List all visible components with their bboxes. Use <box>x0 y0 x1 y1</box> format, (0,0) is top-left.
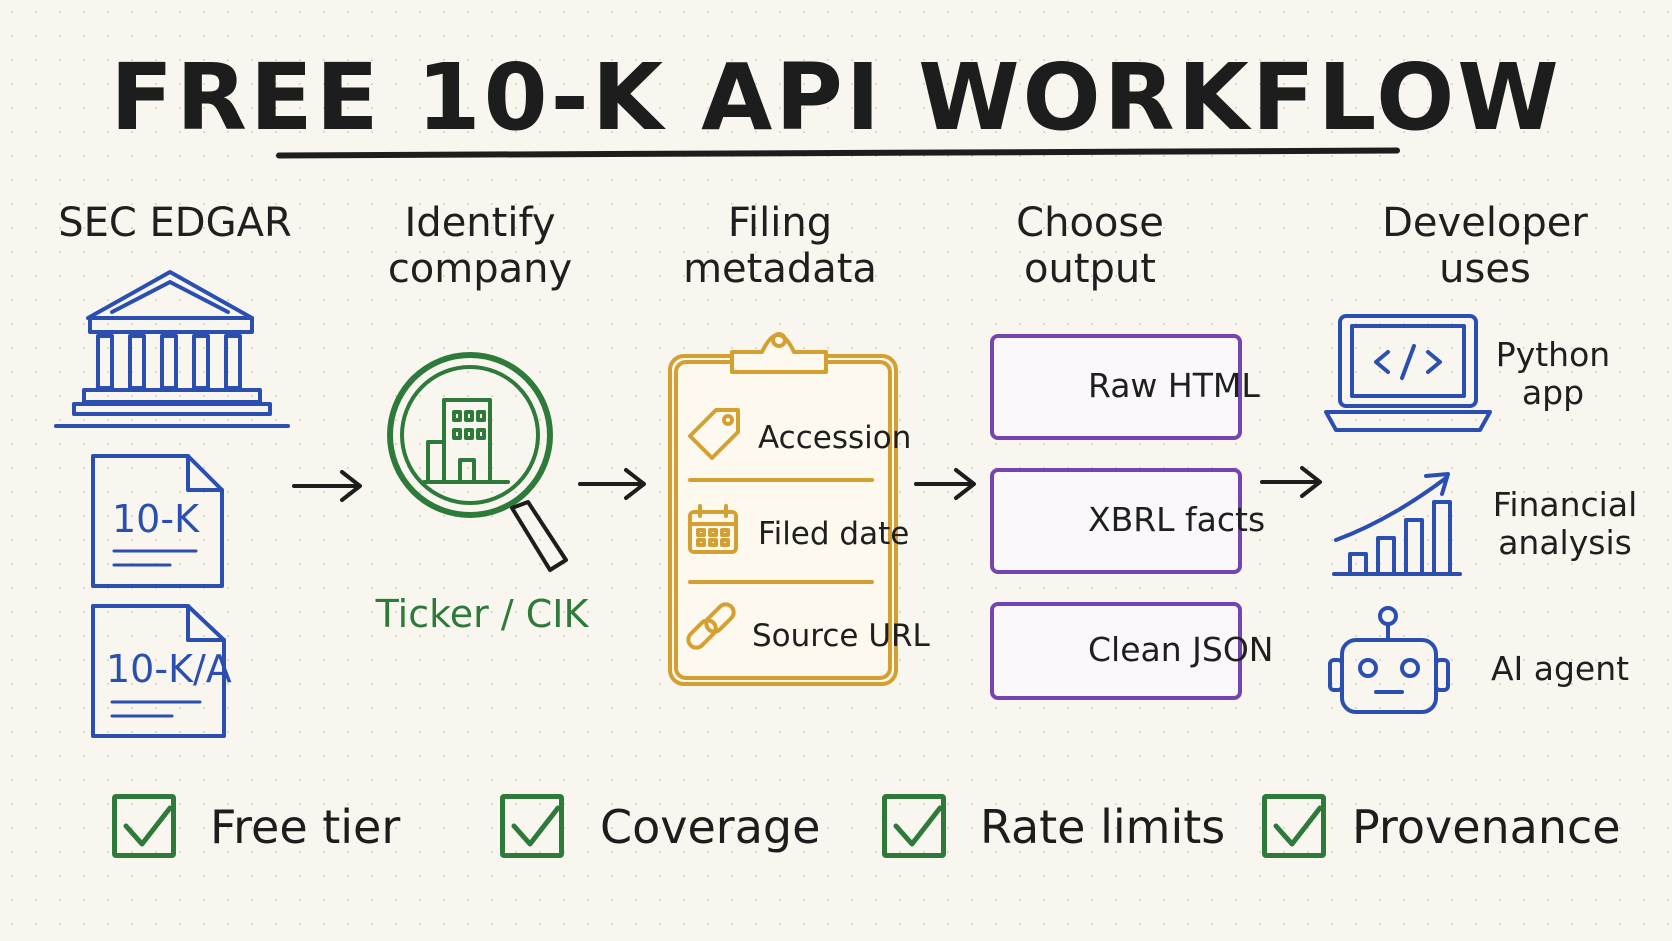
use-ai-agent: AI agent <box>1490 649 1630 688</box>
diagram-title: FREE 10-K API WORKFLOW <box>110 44 1562 151</box>
output-clean-json-label: Clean JSON <box>1088 630 1274 669</box>
arrow-3-icon <box>914 468 976 500</box>
checkbox-provenance <box>1262 794 1326 858</box>
metadata-source-url: Source URL <box>752 618 930 654</box>
calendar-icon <box>688 504 738 554</box>
header-developer-uses: Developer uses <box>1382 200 1588 292</box>
ticker-cik-caption: Ticker / CIK <box>375 592 589 636</box>
document-10k-icon: 10-K <box>91 454 224 588</box>
metadata-accession: Accession <box>758 420 912 456</box>
laptop-code-icon <box>1324 314 1492 432</box>
output-raw-html-label: Raw HTML <box>1088 366 1260 405</box>
sec-building-icon <box>54 270 290 428</box>
check-coverage-label: Coverage <box>600 800 821 854</box>
check-free-tier-label: Free tier <box>210 800 401 854</box>
check-provenance-label: Provenance <box>1352 800 1621 854</box>
header-identify-company: Identify company <box>387 200 573 292</box>
use-python-app: Python app <box>1495 335 1611 412</box>
magnifier-company-icon <box>387 352 568 572</box>
link-icon <box>686 602 736 650</box>
checkbox-free-tier <box>112 794 176 858</box>
arrow-1-icon <box>292 470 362 502</box>
document-10ka-icon: 10-K/A <box>91 604 232 738</box>
robot-icon <box>1328 606 1450 714</box>
header-choose-output: Choose output <box>1016 200 1164 292</box>
output-xbrl-facts-label: XBRL facts <box>1088 500 1266 539</box>
output-raw-html-box <box>990 334 1242 440</box>
checkbox-coverage <box>500 794 564 858</box>
arrow-2-icon <box>578 468 646 500</box>
header-filing-metadata: Filing metadata <box>683 200 877 292</box>
use-financial-analysis: Financial analysis <box>1492 485 1638 562</box>
output-clean-json-box <box>990 602 1242 700</box>
check-rate-limits-label: Rate limits <box>980 800 1226 854</box>
document-10k-label: 10-K <box>112 497 200 541</box>
document-10ka-label: 10-K/A <box>106 647 232 691</box>
tag-icon <box>688 408 740 460</box>
clipboard-icon <box>668 332 898 686</box>
check-marks <box>123 805 1323 847</box>
arrow-4-icon <box>1260 466 1322 498</box>
header-sec-edgar: SEC EDGAR <box>58 200 292 246</box>
metadata-filed-date: Filed date <box>758 516 910 552</box>
output-xbrl-facts-box <box>990 468 1242 574</box>
checkbox-rate-limits <box>882 794 946 858</box>
growth-chart-icon <box>1332 472 1462 576</box>
